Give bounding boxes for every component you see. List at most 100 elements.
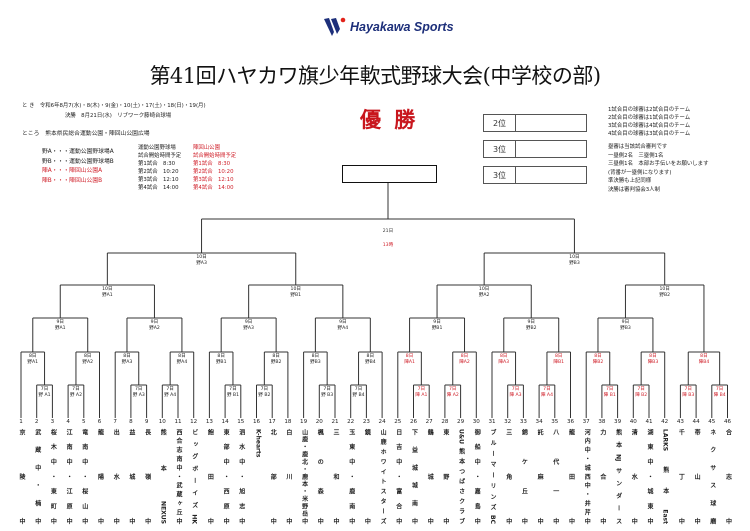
match-day: 8日 <box>29 354 37 359</box>
team-name: 託麻中 <box>536 429 544 524</box>
team-number: 9 <box>144 419 149 425</box>
team-number: 39 <box>614 419 622 425</box>
match-venue: 陣 A4 <box>540 392 553 398</box>
team-name: 西合志南中・武蔵ヶ丘中 <box>175 429 182 524</box>
match-venue: 野A4 <box>176 359 188 365</box>
match-label: 7日陣 B1 <box>595 387 625 398</box>
match-label: 9日野B1 <box>422 320 452 331</box>
team-number: 11 <box>174 419 182 425</box>
champion-box <box>342 165 437 183</box>
match-venue: 野A2 <box>149 325 160 331</box>
match-day: 10日 <box>569 255 580 260</box>
team-number: 26 <box>409 419 418 425</box>
match-label: 7日陣 A2 <box>438 387 468 398</box>
match-label: 10日野A2 <box>469 287 499 298</box>
match-day: 8日 <box>272 354 280 359</box>
venue-legend-item: 陣A・・・陣回山公園A <box>42 168 103 175</box>
match-day: 7日 <box>417 387 426 392</box>
team-name: 益城中 <box>127 429 135 524</box>
match-label: 8日陣B3 <box>638 354 668 365</box>
match-day: 8日 <box>649 354 657 359</box>
team-number: 13 <box>205 419 213 425</box>
match-day: 7日 <box>543 387 551 392</box>
team-number: 32 <box>504 419 512 425</box>
team-name: 北部中 <box>269 429 277 524</box>
team-number: 5 <box>82 419 86 425</box>
team-number: 21 <box>331 419 339 425</box>
match-day: 7日 <box>354 387 363 392</box>
team-name: 長嶺中 <box>143 429 151 524</box>
match-label: 9日野A2 <box>139 320 169 331</box>
champion-heading: 優 勝 <box>360 107 419 132</box>
match-venue: 陣B4 <box>698 359 710 365</box>
team-number: 34 <box>535 419 543 425</box>
team-number: 2 <box>34 419 39 425</box>
team-name: K-hearts <box>254 429 262 458</box>
team-name: 京陵中 <box>18 429 25 524</box>
team-name: 錦ケ丘中 <box>520 429 528 524</box>
match-day: 7日 <box>40 387 49 392</box>
match-venue: 陣A1 <box>404 359 415 365</box>
note-line: 4試合目の球審は3試合目のチーム <box>608 131 691 137</box>
venue-info: ところ 熊本県民総合運動公園・陣回山公園広場 <box>22 131 150 137</box>
match-venue: 陣 B1 <box>603 392 616 398</box>
team-name: 東部中・西原中 <box>222 429 230 524</box>
team-name: 龍田中 <box>567 429 575 524</box>
match-label: 7日陣 A3 <box>501 387 531 398</box>
match-day: 9日 <box>56 320 65 325</box>
match-label: 9日野A3 <box>234 320 264 331</box>
team-name: 楓の森中 <box>316 429 324 524</box>
match-day: 8日 <box>217 354 225 359</box>
match-day: 10日 <box>290 287 301 292</box>
match-venue: 野 A3 <box>132 392 145 398</box>
team-name: 三角中 <box>504 429 512 524</box>
schedule-line: 第3試合 12:10 <box>193 177 234 183</box>
team-number: 15 <box>237 419 245 425</box>
match-venue: 野A1 <box>54 325 66 331</box>
team-number: 37 <box>582 419 590 425</box>
match-venue: 野A3 <box>243 325 254 331</box>
match-label: 7日野 A4 <box>155 387 185 398</box>
match-venue: 野B2 <box>525 325 537 331</box>
team-number: 35 <box>551 419 559 425</box>
team-name: 熊本NEXUS <box>159 429 167 524</box>
match-venue: 陣 A2 <box>446 392 459 398</box>
match-venue: 野A2 <box>82 359 94 365</box>
match-label: 7日陣 A1 <box>406 387 436 398</box>
venue-legend: 野A・・・運動公園野球場A 野B・・・運動公園野球場B 陣A・・・陣回山公園A … <box>42 148 114 186</box>
match-venue: 野B3 <box>569 260 580 266</box>
final-info: 決勝 8月21日(水) リブワーク藤崎台球場 <box>65 113 172 119</box>
match-venue: 野B2 <box>659 292 671 298</box>
match-venue: 陣 B2 <box>635 392 648 398</box>
rank-3rd-box: 3位 <box>483 140 587 158</box>
match-label: 8日野B1 <box>206 354 236 365</box>
team-number: 43 <box>676 419 684 425</box>
team-name: 鶴城中 <box>426 429 434 524</box>
team-name: LARKS熊本East <box>661 429 669 524</box>
team-number: 25 <box>394 419 402 425</box>
match-day: 9日 <box>433 320 441 325</box>
match-label: 9日野B2 <box>516 320 546 331</box>
schedule-line: 第3試合 12:10 <box>138 177 179 183</box>
match-label: 10日野B2 <box>650 287 680 298</box>
rank-label: 3位 <box>484 167 516 183</box>
team-number: 8 <box>129 419 133 425</box>
page-title: 第41回ハヤカワ旗少年軟式野球大会(中学校の部) <box>149 64 601 88</box>
team-name: 三和中 <box>332 429 339 524</box>
match-label: 10日野A1 <box>92 287 122 298</box>
match-day: 10日 <box>102 287 113 292</box>
note-line: 2試合目の球審は1試合目のチーム <box>608 115 691 121</box>
team-name: 千丁中 <box>677 429 685 524</box>
match-label: 7日陣 B2 <box>626 387 656 398</box>
team-name: 白川中 <box>284 429 292 524</box>
team-name: 清水中 <box>630 429 638 524</box>
team-number: 28 <box>441 419 449 425</box>
note-line: 三塁側1名 本部お手伝いをお願いします <box>608 161 709 167</box>
team-name: 合志中 <box>724 429 732 524</box>
team-name: 泗水中・旭志中 <box>237 429 245 524</box>
match-label: 8日野B3 <box>300 354 330 365</box>
match-day: 8日 <box>500 354 508 359</box>
note-line: 準決勝も上記同様 <box>608 178 652 184</box>
match-label: 8日野A4 <box>167 354 197 365</box>
